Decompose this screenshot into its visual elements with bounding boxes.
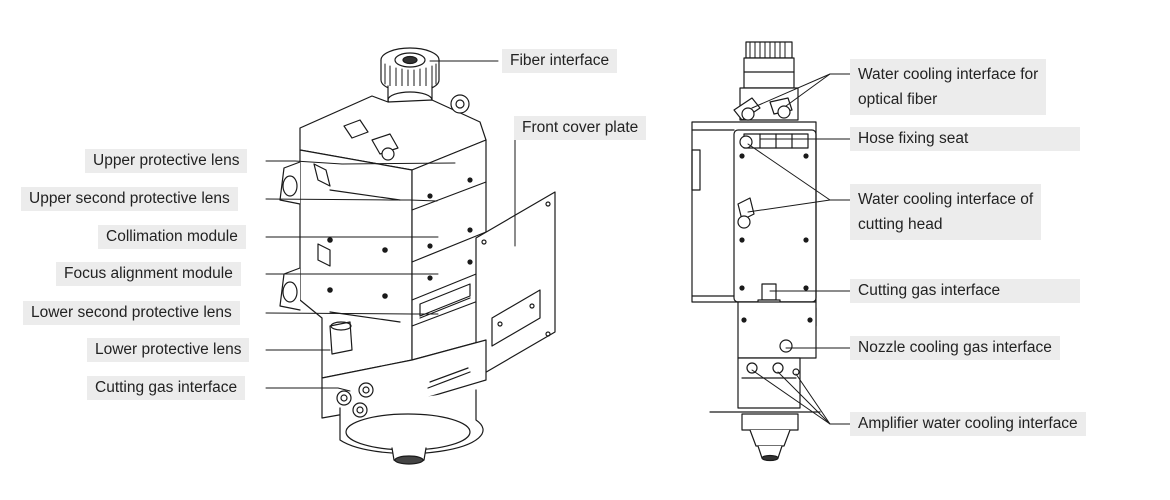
cutting-head-isometric-view [279, 47, 556, 465]
label-cutting-gas-interface-left: Cutting gas interface [87, 376, 246, 400]
head-body-drawing [279, 94, 487, 379]
label-fiber-interface: Fiber interface [502, 49, 618, 73]
label-amplifier-water-cooling-interface: Amplifier water cooling interface [850, 412, 1086, 436]
label-collimation-module: Collimation module [98, 225, 246, 249]
label-upper-second-protective-lens: Upper second protective lens [21, 187, 238, 211]
label-water-cooling-optical-fiber-line1: Water cooling interface for [858, 66, 1039, 83]
label-upper-protective-lens: Upper protective lens [85, 149, 248, 173]
label-water-cooling-cutting-head-line2: cutting head [858, 216, 943, 233]
label-water-cooling-interface-optical-fiber: Water cooling interface for optical fibe… [850, 59, 1047, 115]
label-cutting-gas-interface-right: Cutting gas interface [850, 279, 1080, 303]
label-water-cooling-interface-cutting-head: Water cooling interface of cutting head [850, 184, 1042, 240]
label-lower-second-protective-lens: Lower second protective lens [23, 301, 240, 325]
label-nozzle-cooling-gas-interface: Nozzle cooling gas interface [850, 336, 1060, 360]
label-focus-alignment-module: Focus alignment module [56, 262, 241, 286]
label-hose-fixing-seat: Hose fixing seat [850, 127, 1080, 151]
leader-lines [265, 60, 851, 425]
label-water-cooling-optical-fiber-line2: optical fiber [858, 91, 938, 108]
label-lower-protective-lens: Lower protective lens [87, 338, 250, 362]
cutting-head-side-view [691, 41, 821, 462]
label-water-cooling-cutting-head-line1: Water cooling interface of [858, 191, 1034, 208]
front-cover-plate-drawing [475, 191, 556, 379]
label-front-cover-plate: Front cover plate [514, 116, 647, 140]
lower-nozzle-drawing [321, 339, 487, 465]
